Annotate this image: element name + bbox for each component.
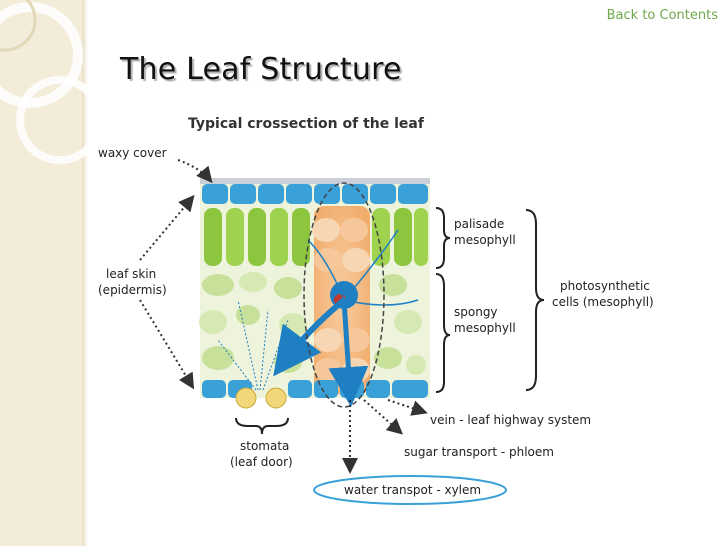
transport-arrow [273, 297, 346, 377]
label-vein: vein - leaf highway system [430, 413, 591, 427]
label-spongy: spongy [454, 305, 498, 319]
page-title: The Leaf Structure [120, 52, 402, 87]
leaf-body [199, 178, 430, 409]
diagram-heading: Typical crossection of the leaf [188, 116, 425, 132]
label-xylem: water transpot - xylem [344, 483, 481, 497]
waxy-cover-layer [200, 178, 430, 184]
label-palisade: palisade [454, 217, 504, 231]
label-palisade-mesophyll: mesophyll [454, 233, 516, 247]
label-photosynthetic-cells: cells (mesophyll) [552, 295, 654, 309]
braces [235, 207, 545, 435]
label-epidermis: (epidermis) [98, 283, 167, 297]
back-to-contents-link[interactable]: Back to Contents [606, 8, 718, 23]
label-waxy-cover: waxy cover [98, 146, 167, 160]
sidebar-edge [82, 0, 88, 546]
pointer-arrows [139, 159, 428, 474]
diagram-labels: waxy cover leaf skin (epidermis) palisad… [98, 146, 654, 505]
palisade-cells [204, 208, 428, 266]
label-leaf-skin: leaf skin [106, 267, 156, 281]
transport-arrow [328, 299, 369, 407]
lower-epidermis [202, 380, 428, 409]
diffusion-lines [217, 299, 289, 391]
label-photosynthetic: photosynthetic [560, 279, 650, 293]
vein-outline [303, 182, 385, 408]
vein-line [307, 239, 345, 301]
vein-line [343, 229, 399, 301]
label-leaf-door: (leaf door) [230, 455, 293, 469]
decorative-circles [0, 0, 104, 164]
label-phloem: sugar transport - phloem [404, 445, 554, 459]
upper-epidermis [202, 184, 428, 204]
leaf-crosssection-diagram: Typical crossection of the leaf [98, 116, 654, 505]
xylem-outline [313, 475, 507, 505]
label-spongy-mesophyll: mesophyll [454, 321, 516, 335]
label-stomata: stomata [240, 439, 289, 453]
